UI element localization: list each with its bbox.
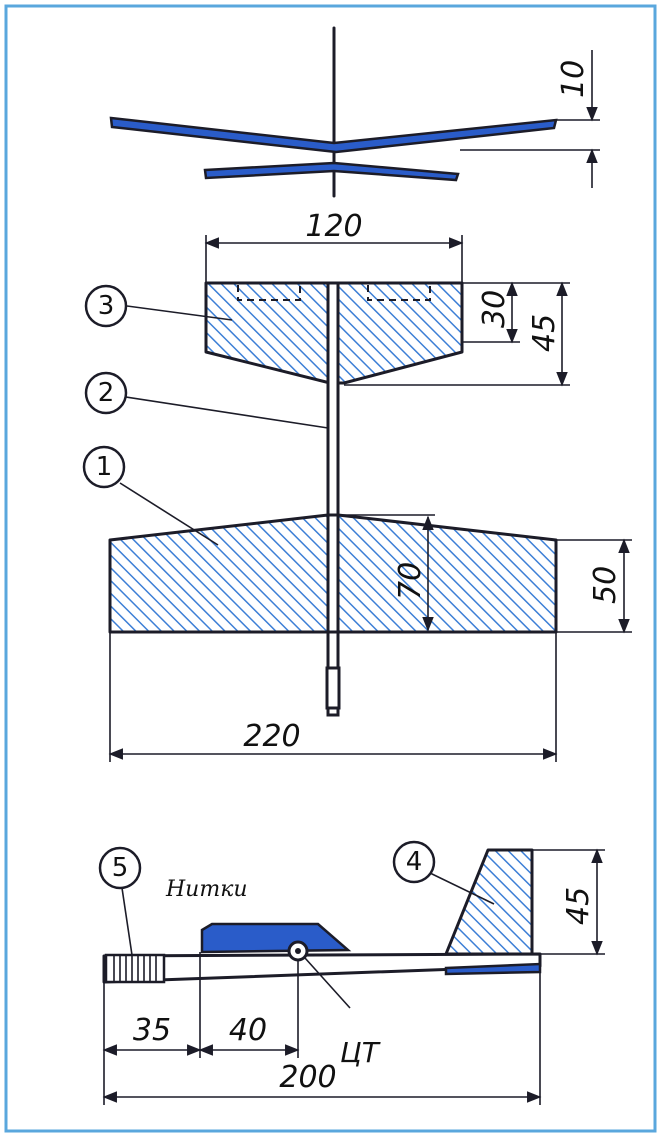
dim-wing-span: 220 [243,719,300,754]
page-frame [4,4,657,1133]
callout-2-label: 2 [98,378,115,408]
front-wing [109,116,558,154]
dim-fuselage-length: 200 [279,1060,336,1095]
callout-3: 3 [84,284,233,328]
callout-1: 1 [82,445,219,546]
front-stabilizer [203,161,460,182]
callout-3-label: 3 [98,291,115,321]
dim-wing-root: 70 [393,562,428,600]
dim-wing-to-cg: 40 [229,1013,267,1048]
cg-label: ЦТ [340,1036,381,1069]
front-view: 10 [109,26,600,198]
wing-top-view: 70 50 220 [108,513,632,762]
dim-tail-gap: 10 [556,60,591,98]
nose-thread-winding [104,953,166,984]
dim-stab-span: 120 [305,209,362,244]
dim-fin-height: 45 [561,887,596,925]
stabilizer-top-view: 120 30 45 [204,209,570,387]
callout-4: 4 [392,840,495,905]
fuselage-boom [325,281,341,717]
callout-2: 2 [84,371,329,429]
dim-nose-to-wing: 35 [133,1013,171,1048]
dim-stab-chord-inner: 30 [477,290,512,328]
wing-left [108,513,330,634]
callout-5-label: 5 [112,853,129,883]
dim-wing-tip: 50 [588,566,623,604]
side-wing [200,922,352,954]
threads-label: Нитки [165,877,248,902]
side-view: 45 35 40 200 ЦТ Нитки [102,848,605,1105]
dim-stab-chord-outer: 45 [527,314,562,352]
callout-4-label: 4 [406,847,423,877]
wing-right [336,513,558,634]
callout-5: 5 [98,846,142,956]
callout-1-label: 1 [96,452,113,482]
